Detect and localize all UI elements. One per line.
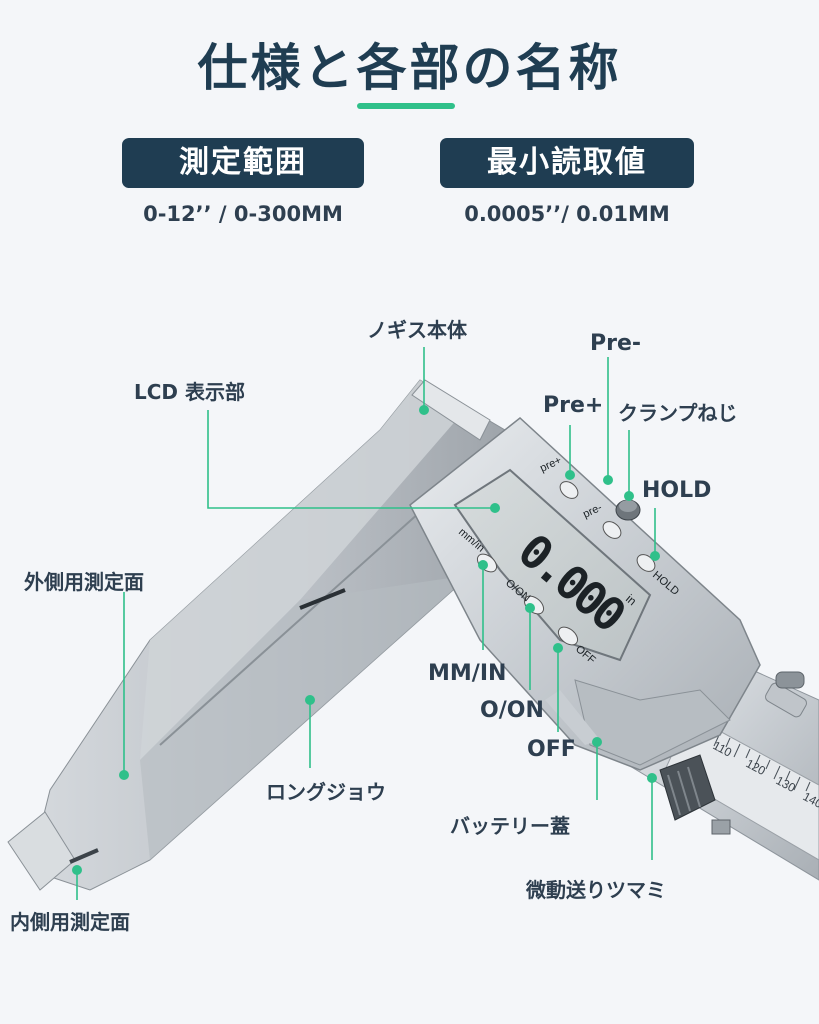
pre-plus-button[interactable] bbox=[557, 478, 581, 502]
label-pre-minus: Pre- bbox=[590, 331, 642, 356]
label-clamp-screw: クランプねじ bbox=[618, 401, 738, 425]
label-long-jaw: ロングジョウ bbox=[266, 780, 386, 804]
label-lcd: LCD 表示部 bbox=[134, 380, 245, 404]
spec-badge-resolution: 最小読取値 bbox=[440, 138, 694, 188]
leader-lines bbox=[76, 347, 656, 900]
label-off: OFF bbox=[527, 737, 576, 762]
label-mm-in: MM/IN bbox=[428, 661, 507, 686]
label-nogisu-body: ノギス本体 bbox=[367, 318, 467, 342]
label-battery-cover: バッテリー蓋 bbox=[450, 814, 570, 838]
label-inner-face: 内側用測定面 bbox=[10, 910, 130, 934]
lcd-screen bbox=[453, 468, 652, 662]
spec-value-resolution: 0.0005’’/ 0.01MM bbox=[464, 202, 670, 226]
upper-jaw-tip bbox=[411, 379, 491, 441]
long-jaw bbox=[7, 379, 506, 891]
label-outer-face: 外側用測定面 bbox=[24, 570, 144, 594]
fine-adjust-knob bbox=[659, 754, 731, 835]
upper-knob bbox=[765, 671, 807, 718]
label-hold: HOLD bbox=[642, 478, 712, 503]
page-title: 仕様と各部の名称 bbox=[197, 39, 622, 97]
pre-minus-button[interactable] bbox=[600, 518, 624, 542]
label-fine-knob: 微動送りツマミ bbox=[526, 878, 666, 902]
title-underline bbox=[357, 103, 455, 109]
off-button[interactable] bbox=[555, 624, 581, 649]
spec-badge-range: 測定範囲 bbox=[122, 138, 364, 188]
leader-dots bbox=[72, 405, 660, 875]
spec-value-range: 0-12’’ / 0-300MM bbox=[143, 202, 343, 226]
label-o-on: O/ON bbox=[480, 698, 544, 723]
label-pre-plus: Pre+ bbox=[543, 393, 604, 418]
clamp-screw bbox=[615, 499, 641, 521]
